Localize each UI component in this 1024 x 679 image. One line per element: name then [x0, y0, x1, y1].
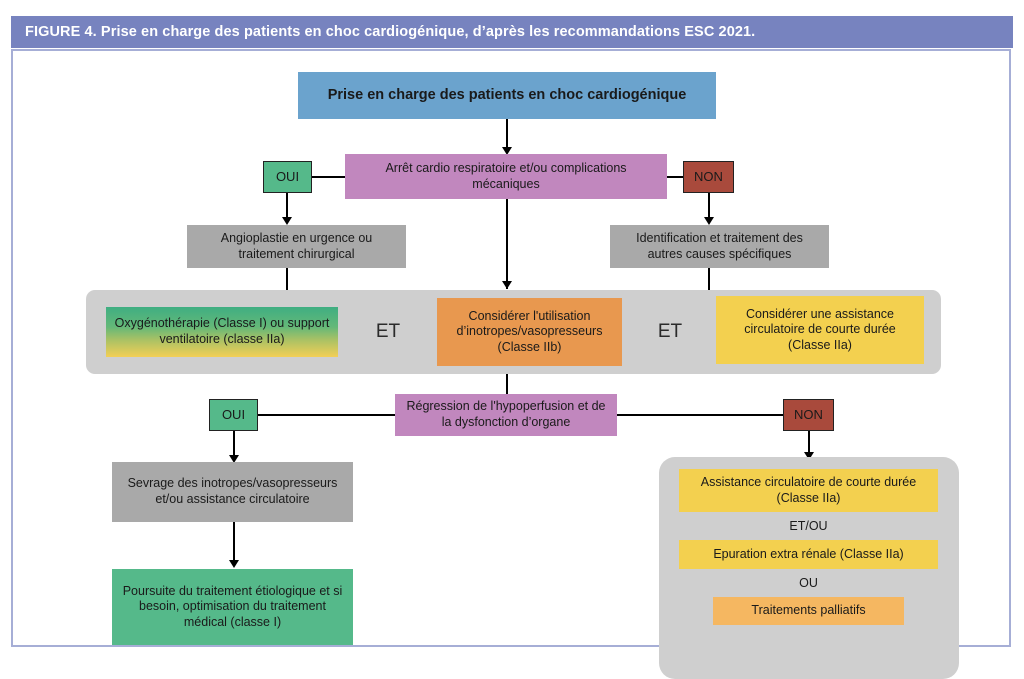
label-panel-connector-2: OU	[799, 576, 818, 590]
node-cardiac-arrest: Arrêt cardio respiratoire et/ou complica…	[345, 154, 667, 199]
node-regression: Régression de l'hypoperfusion et de la d…	[395, 394, 617, 436]
tag-yes-regression: OUI	[209, 399, 258, 431]
figure-header-band: FIGURE 4. Prise en charge des patients e…	[11, 16, 1013, 48]
node-oxygen-therapy: Oxygénothérapie (Classe I) ou support ve…	[106, 307, 338, 357]
connector-angioplasty-down	[286, 268, 288, 308]
connector-yes-to-weaning	[233, 431, 235, 457]
tag-no-regression: NON	[783, 399, 834, 431]
arrowhead-yes-to-angioplasty	[282, 217, 292, 225]
node-title: Prise en charge des patients en choc car…	[298, 72, 716, 119]
connector-yes-to-angioplasty	[286, 193, 288, 219]
connector-no-regression	[617, 414, 783, 416]
arrowhead-no-to-panel	[804, 452, 814, 460]
node-weaning: Sevrage des inotropes/vasopresseurs et/o…	[112, 462, 353, 522]
connector-other-causes-down	[708, 268, 710, 308]
figure-container: FIGURE 4. Prise en charge des patients e…	[11, 16, 1013, 679]
label-et-1: ET	[375, 321, 401, 342]
figure-title: FIGURE 4. Prise en charge des patients e…	[25, 24, 756, 40]
connector-arrest-to-et-band	[506, 199, 508, 289]
node-short-term-mcs: Considérer une assistance circulatoire d…	[716, 296, 924, 364]
connector-no-to-panel	[808, 431, 810, 456]
connector-yes-arrest	[312, 176, 345, 178]
arrowhead-weaning-to-continue	[229, 560, 239, 568]
arrowhead-title-to-arrest	[502, 147, 512, 155]
label-et-2: ET	[657, 321, 683, 342]
node-other-causes: Identification et traitement des autres …	[610, 225, 829, 268]
node-panel-palliative: Traitements palliatifs	[713, 597, 904, 625]
tag-no-arrest: NON	[683, 161, 734, 193]
tag-yes-arrest: OUI	[263, 161, 312, 193]
node-angioplasty: Angioplastie en urgence ou traitement ch…	[187, 225, 406, 268]
connector-no-arrest	[667, 176, 683, 178]
connector-yes-regression	[258, 414, 395, 416]
connector-weaning-to-continue	[233, 522, 235, 564]
node-inotropes: Considérer l'utilisation d’inotropes/vas…	[437, 298, 622, 366]
arrowhead-no-to-other-causes	[704, 217, 714, 225]
arrowhead-to-et-band	[502, 281, 512, 289]
connector-et-band-to-regression	[506, 374, 508, 402]
node-panel-crrt: Epuration extra rénale (Classe IIa)	[679, 540, 938, 569]
flowchart-canvas: Prise en charge des patients en choc car…	[11, 49, 1011, 679]
arrowhead-yes-to-weaning	[229, 455, 239, 463]
connector-title-to-arrest	[506, 119, 508, 149]
connector-no-to-other-causes	[708, 193, 710, 219]
node-continue-treatment: Poursuite du traitement étiologique et s…	[112, 569, 353, 645]
node-panel-short-term-mcs: Assistance circulatoire de courte durée …	[679, 469, 938, 512]
label-panel-connector-1: ET/OU	[789, 519, 828, 533]
